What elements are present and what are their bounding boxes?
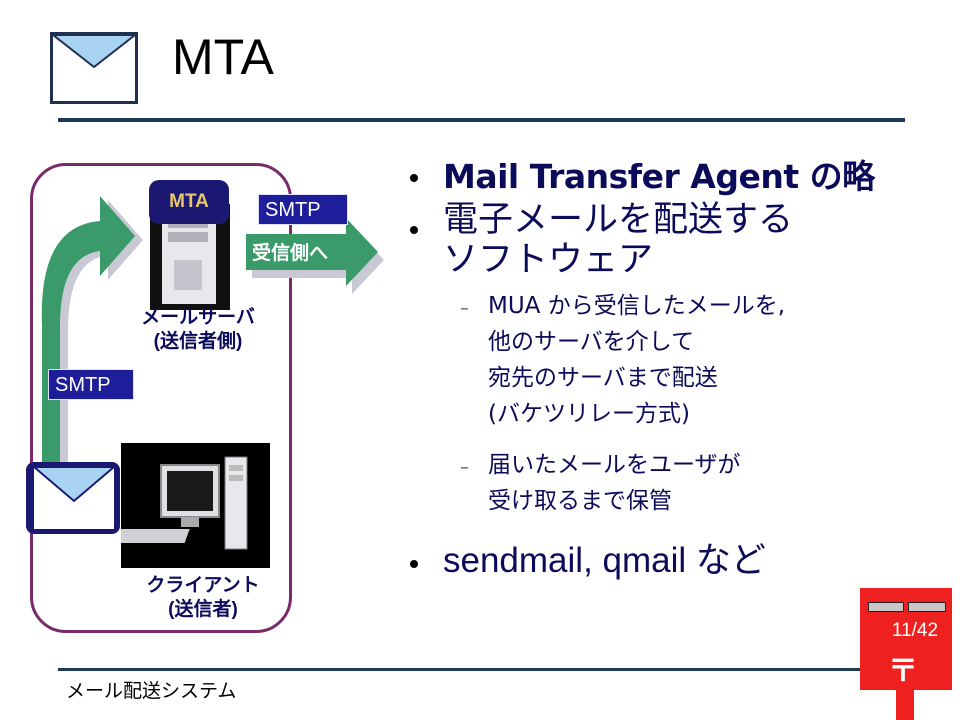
footer-divider: [58, 668, 905, 671]
client-caption-line2: (送信者): [168, 599, 238, 620]
sub-line: 他のサーバを介して: [488, 329, 695, 355]
mta-badge: MTA: [149, 180, 229, 224]
upward-arrow: [41, 196, 143, 470]
computer-icon: [106, 443, 270, 568]
envelope-icon: [50, 32, 138, 104]
footer-title: メール配送システム: [66, 680, 237, 702]
smtp-label-server: SMTP: [258, 194, 348, 225]
postal-mark-icon: 〒: [888, 654, 918, 689]
bullet-software: 電子メールを配送する ソフトウェア: [443, 200, 793, 280]
page-title: MTA: [172, 29, 274, 85]
client-caption: クライアント (送信者): [128, 574, 278, 622]
client-caption-line1: クライアント: [146, 575, 260, 596]
smtp-label-client: SMTP: [48, 369, 134, 400]
sub-dash: –: [460, 457, 469, 478]
postbox-slot: [908, 602, 946, 612]
sender-frame: [30, 163, 292, 633]
page-number: 11/42: [891, 620, 939, 641]
server-caption-line2: (送信者側): [153, 331, 243, 352]
sub-bullet-storage: 届いたメールをユーザが 受け取るまで保管: [488, 447, 741, 519]
sub-dash: –: [460, 298, 469, 319]
sub-line: MUA から受信したメールを,: [488, 293, 786, 319]
sub-line: 受け取るまで保管: [488, 488, 672, 514]
sub-line: 宛先のサーバまで配送: [488, 365, 718, 391]
postbox-slot: [868, 602, 904, 612]
sub-line: (バケツリレー方式): [488, 401, 690, 427]
title-divider: [58, 118, 905, 122]
sub-line: 届いたメールをユーザが: [488, 452, 741, 478]
server-caption-line1: メールサーバ: [141, 307, 255, 328]
bullet-dot: [410, 174, 418, 182]
bullet-examples: sendmail, qmail など: [443, 541, 766, 580]
bullet-software-line2: ソフトウェア: [443, 240, 654, 280]
server-caption: メールサーバ (送信者側): [118, 306, 278, 354]
envelope-icon-client: [31, 465, 117, 531]
send-arrow: [246, 218, 384, 294]
sub-bullet-relay: MUA から受信したメールを, 他のサーバを介して 宛先のサーバまで配送 (バケ…: [488, 288, 785, 432]
arrow-label: 受信側へ: [252, 243, 329, 264]
bullet-mta-definition: Mail Transfer Agent の略: [443, 157, 875, 196]
bullet-dot: [410, 226, 418, 234]
bullet-dot: [410, 560, 418, 568]
bullet-software-line1: 電子メールを配送する: [443, 200, 794, 240]
postbox-leg: [896, 690, 914, 720]
